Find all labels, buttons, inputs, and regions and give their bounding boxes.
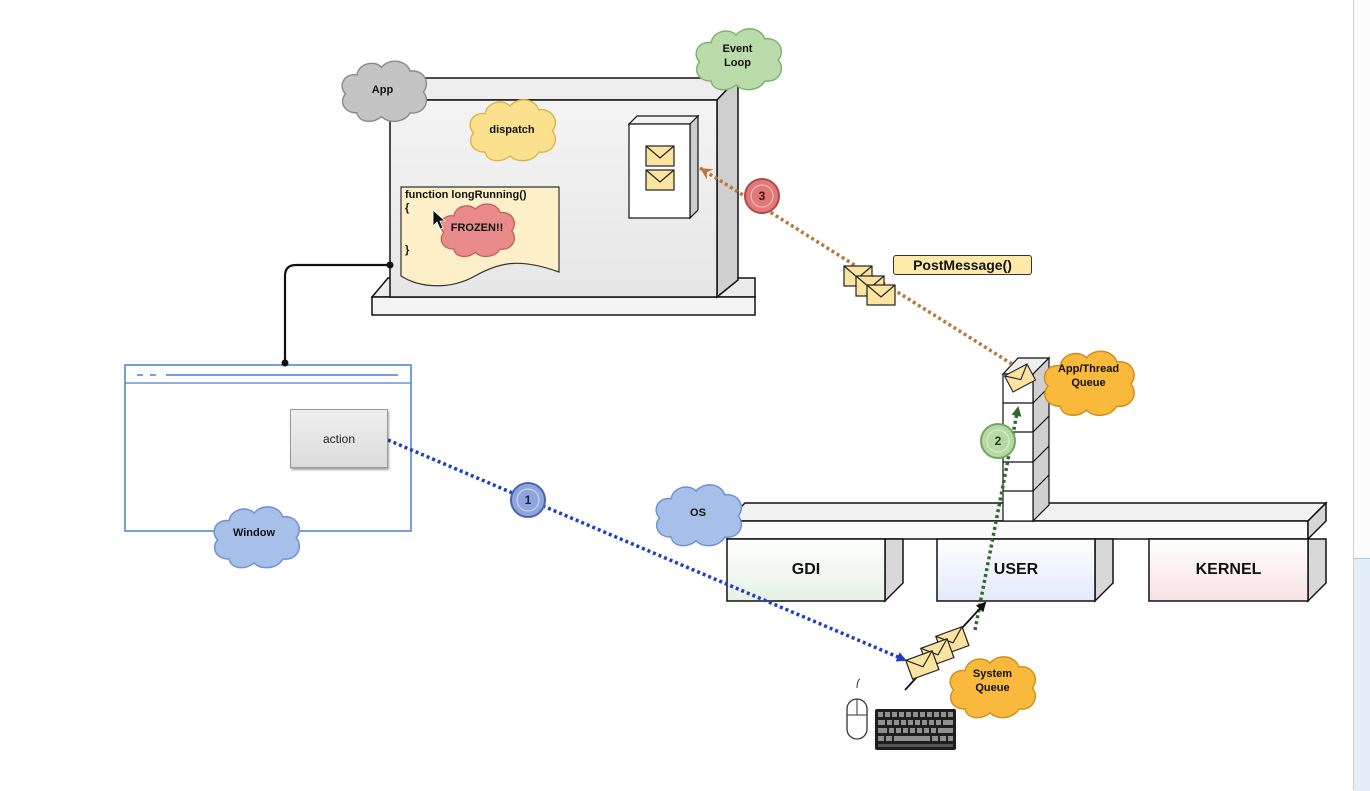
app-label: App xyxy=(371,84,394,96)
code-line-1: function longRunning() xyxy=(405,189,527,201)
arrow-step-1 xyxy=(387,438,907,662)
step-2-label: 2 xyxy=(994,434,1002,448)
app-message-box xyxy=(627,114,700,220)
event-loop-label: Event Loop xyxy=(722,43,753,69)
envelope-icon xyxy=(645,169,675,191)
user-label: USER xyxy=(993,561,1039,578)
envelope-icon xyxy=(645,145,675,167)
user-block xyxy=(936,538,1114,603)
dispatch-label: dispatch xyxy=(489,124,535,136)
post-message-label: PostMessage() xyxy=(893,255,1032,275)
system-queue-label: System Queue xyxy=(972,668,1013,694)
mouse-icon xyxy=(846,678,868,740)
keyboard-icon xyxy=(875,709,956,750)
frozen-label: FROZEN!! xyxy=(450,222,504,234)
gdi-label: GDI xyxy=(791,561,821,578)
postmessage-envelopes xyxy=(843,265,896,306)
step-1-label: 1 xyxy=(524,493,532,507)
step-2-marker xyxy=(980,423,1016,459)
step-3-label: 3 xyxy=(758,189,766,203)
app-window-connector xyxy=(283,263,390,362)
window-label: Window xyxy=(232,527,276,539)
code-line-3: } xyxy=(405,244,410,256)
os-label: OS xyxy=(690,507,706,519)
code-line-2: { xyxy=(405,202,410,214)
step-3-marker xyxy=(744,178,780,214)
kernel-block xyxy=(1148,538,1327,603)
gdi-block xyxy=(726,538,904,603)
thread-queue-label: App/Thread Queue xyxy=(1057,363,1120,389)
step-1-marker xyxy=(510,482,546,518)
right-scrollbar[interactable] xyxy=(1353,0,1370,791)
action-button[interactable]: action xyxy=(290,409,388,468)
kernel-label: KERNEL xyxy=(1195,561,1262,578)
scrollbar-panel xyxy=(1354,558,1370,791)
cursor-icon xyxy=(432,209,447,230)
